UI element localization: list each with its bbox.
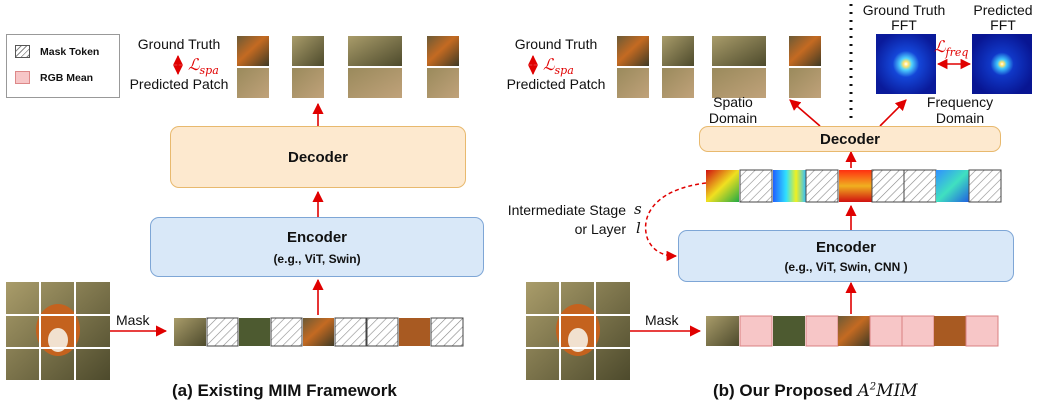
right-input-image [526,282,630,380]
legend-mask-token: Mask Token [15,45,99,58]
left-encoder: Encoder (e.g., ViT, Swin) [150,217,484,277]
pred-fft-label-2: FFT [990,17,1016,33]
right-pred-patches [617,68,821,98]
left-encoder-title: Encoder [286,228,347,246]
left-decoder: Decoder [170,126,466,188]
right-token-strip [706,315,999,347]
left-token-strip [174,317,464,347]
left-gt-patches [237,36,459,66]
intermediate-stage-label: Intermediate Stage [507,202,626,218]
spatio-domain-label-2: Domain [708,110,758,126]
intermediate-stage-symbol: s [634,200,642,218]
right-caption: (b) Our Proposed A2MIM [713,381,918,401]
mask-token-swatch [15,45,30,58]
arrow-to-spatio [789,99,821,127]
or-layer-label: or Layer [574,221,626,237]
frequency-domain-label-1: Frequency [926,94,994,110]
right-encoder-title: Encoder [815,238,876,256]
pred-fft-label-1: Predicted [973,2,1033,18]
right-predicted-patch-label: Predicted Patch [506,76,606,92]
right-ground-truth-label: Ground Truth [514,36,598,52]
left-predicted-patch-label: Predicted Patch [129,76,229,92]
right-caption-text: (b) Our Proposed [713,381,853,400]
left-ground-truth-label: Ground Truth [137,36,221,52]
right-encoder: Encoder (e.g., ViT, Swin, CNN ) [678,230,1014,282]
right-encoder-subtitle: (e.g., ViT, Swin, CNN ) [784,259,908,274]
legend-mask-token-label: Mask Token [40,45,100,58]
right-caption-math: A2MIM [857,381,918,401]
layer-symbol: l [636,219,641,237]
legend-rgb-mean: RGB Mean [15,71,93,84]
rgb-mean-swatch [15,71,30,84]
freq-loss: ℒfreq [934,37,969,60]
frequency-domain-label-2: Domain [935,110,985,126]
feature-map-strip [706,169,1002,203]
left-decoder-title: Decoder [287,148,349,166]
left-pred-patches [237,68,459,98]
right-mask-label: Mask [645,312,679,328]
gt-fft-label-2: FFT [891,17,917,33]
intermediate-dashed-arrow [644,182,707,262]
left-caption: (a) Existing MIM Framework [172,381,397,400]
gt-fft-image [876,34,936,94]
arrow-to-frequency [879,99,907,127]
gt-fft-label-1: Ground Truth [862,2,946,18]
right-decoder: Decoder [699,126,1001,152]
left-encoder-subtitle: (e.g., ViT, Swin) [273,251,361,266]
legend: Mask Token RGB Mean [6,34,120,98]
pred-fft-image [972,34,1032,94]
left-mask-label: Mask [116,312,150,328]
right-gt-patches [617,36,821,66]
spatio-domain-label-1: Spatio [713,94,753,110]
left-spa-loss: ℒspa [188,55,219,78]
right-spa-loss: ℒspa [543,55,574,78]
legend-rgb-mean-label: RGB Mean [40,71,94,84]
right-decoder-title: Decoder [819,130,881,148]
left-input-image [6,282,110,380]
